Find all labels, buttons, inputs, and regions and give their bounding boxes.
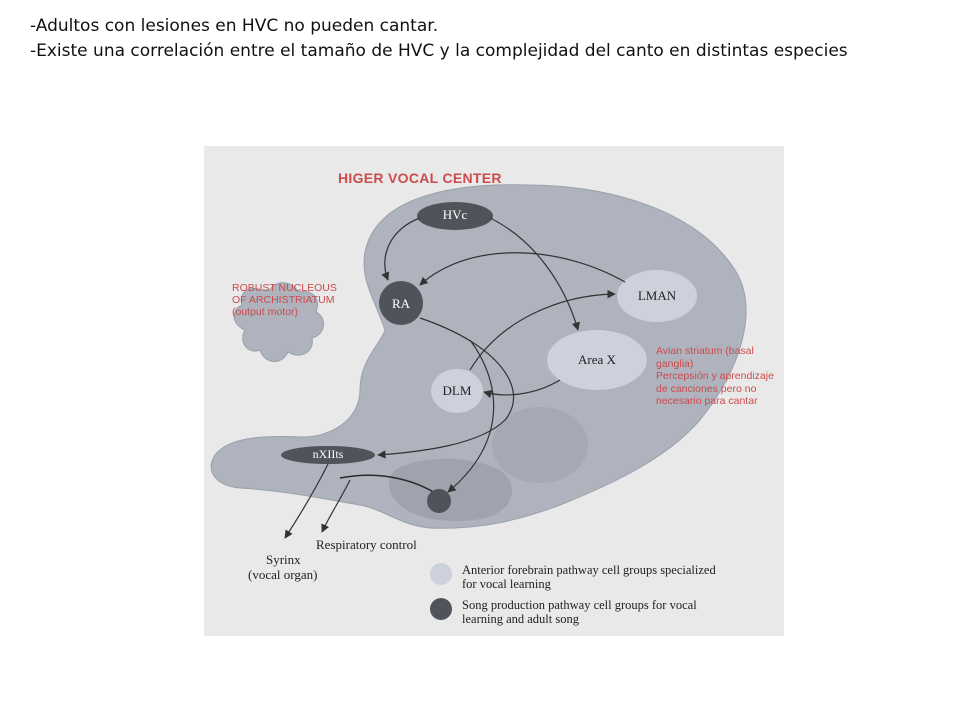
legend-anterior-line: for vocal learning <box>462 577 551 591</box>
legend-song-line: learning and adult song <box>462 612 579 626</box>
hvc-to-areax-arrow <box>489 217 580 331</box>
areax-note-line: de canciones pero no <box>656 382 757 395</box>
bullet-hvc-correlation: -Existe una correlación entre el tamaño … <box>30 41 848 61</box>
nxiits-nucleus <box>281 446 375 464</box>
hvc-title-annotation: HIGER VOCAL CENTER <box>338 170 502 186</box>
areax-note-line: Avian striatum (basal <box>656 345 754 357</box>
areax-nucleus <box>547 330 647 390</box>
lman-nucleus <box>617 270 697 322</box>
hvc-to-ra-arrow <box>381 217 421 281</box>
ra-note-line: OF ARCHISTRIATUM <box>232 294 335 306</box>
legend-anterior-text: Anterior forebrain pathway cell groups s… <box>462 563 716 591</box>
bullet-hvc-lesions: -Adultos con lesiones en HVC no pueden c… <box>30 16 439 36</box>
ra-note-line: (output motor) <box>232 306 298 318</box>
respiratory-nucleus <box>427 489 451 513</box>
legend-song-dot <box>430 598 452 620</box>
ra-note-annotation: ROBUST NUCLEOUS OF ARCHISTRIATUM (output… <box>232 282 337 318</box>
bullet-list: -Adultos con lesiones en HVC no pueden c… <box>30 14 950 64</box>
syrinx-sublabel: (vocal organ) <box>248 567 318 582</box>
areax-to-dlm-arrow <box>483 379 561 399</box>
areax-note-line: Percepsión y aprendizaje <box>656 370 774 382</box>
nxiits-to-syrinx-arrow <box>284 463 329 539</box>
cerebellum-lobes <box>233 282 324 362</box>
legend-song-text: Song production pathway cell groups for … <box>462 598 697 626</box>
hvc-nucleus <box>417 202 493 230</box>
areax-note-line: ganglia) <box>656 357 694 370</box>
ra-nucleus <box>379 281 423 325</box>
ra-note-line: ROBUST NUCLEOUS <box>232 282 337 294</box>
respiratory-to-control-arrow <box>321 479 351 533</box>
respiratory-control-label: Respiratory control <box>316 537 417 552</box>
dlm-label: DLM <box>442 383 472 398</box>
ra-to-nxiits-arrow <box>377 317 515 459</box>
nxiits-label: nXIIts <box>312 447 344 461</box>
lman-to-ra-arrow <box>419 252 626 286</box>
legend-anterior-dot <box>430 563 452 585</box>
legend-anterior-line: Anterior forebrain pathway cell groups s… <box>462 563 716 577</box>
areax-note-line: necesario para cantar <box>656 395 758 407</box>
ra-label: RA <box>391 296 411 311</box>
areax-note-annotation: Avian striatum (basal ganglia) Percepsió… <box>656 345 774 408</box>
optic-lobe <box>492 407 588 483</box>
legend-song-line: Song production pathway cell groups for … <box>462 598 697 612</box>
dlm-to-lman-arrow <box>469 289 616 371</box>
dlm-nucleus <box>431 369 483 413</box>
areax-label: Area X <box>578 352 616 367</box>
lman-label: LMAN <box>637 288 677 303</box>
syrinx-label: Syrinx <box>266 552 301 567</box>
ra-to-respiratory-arrow <box>447 339 495 493</box>
hvc-label: HVc <box>442 207 468 222</box>
